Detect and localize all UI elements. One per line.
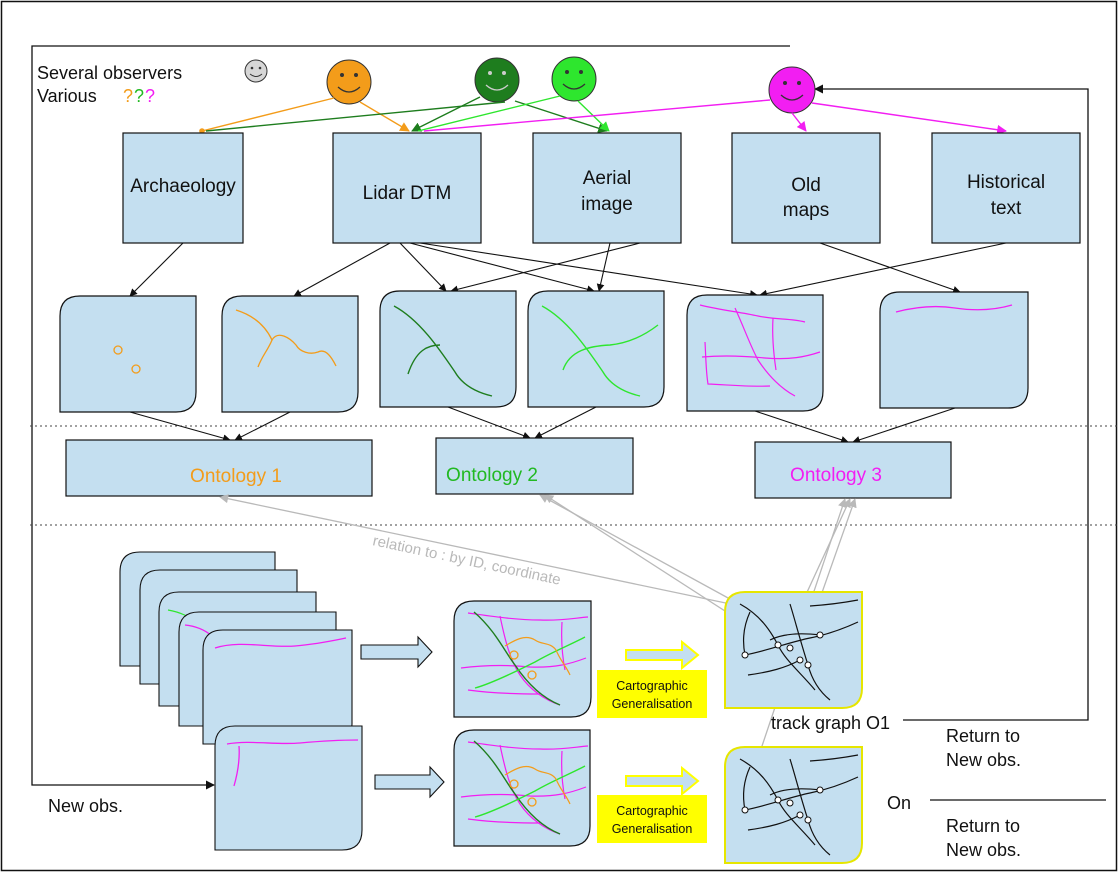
track-graph-label: track graph O1 xyxy=(771,713,890,733)
feedback-loop xyxy=(31,45,1106,801)
svg-text:Generalisation: Generalisation xyxy=(612,822,693,836)
merge-arrow-top xyxy=(360,635,433,669)
stacked-cards xyxy=(119,551,363,851)
map-aerial xyxy=(527,290,665,408)
merge-arrow-bottom xyxy=(374,765,445,799)
source-to-map-arrows xyxy=(129,242,1007,298)
return-label-top: Return to New obs. xyxy=(946,726,1021,770)
svg-text:New obs.: New obs. xyxy=(946,750,1021,770)
return-label-bottom: Return to New obs. xyxy=(946,816,1021,860)
generalisation-label-bottom: Cartographic Generalisation xyxy=(597,795,707,843)
svg-text:Ontology 2: Ontology 2 xyxy=(446,465,538,486)
svg-text:New obs.: New obs. xyxy=(946,840,1021,860)
svg-text:Ontology 1: Ontology 1 xyxy=(190,466,282,487)
map-historical xyxy=(879,291,1029,409)
ontology-1: Ontology 1 xyxy=(65,439,373,497)
new-obs-loop-line xyxy=(31,45,790,790)
ontology-3: Ontology 3 xyxy=(754,441,952,499)
relation-label: relation to : by ID, coordinate xyxy=(371,532,562,589)
source-aerial-image: Aerial image xyxy=(532,132,682,244)
svg-text:Archaeology: Archaeology xyxy=(130,176,236,197)
map-old-maps xyxy=(686,294,824,412)
merged-map-bottom xyxy=(453,729,591,847)
observer-neutral-icon xyxy=(244,59,268,83)
svg-text:Return to: Return to xyxy=(946,726,1020,746)
map-archaeology xyxy=(59,295,197,413)
merged-map-top xyxy=(453,600,592,718)
source-archaeology: Archaeology xyxy=(122,132,244,244)
observer-orange-icon xyxy=(326,59,372,105)
svg-text:Old: Old xyxy=(791,175,821,196)
new-observation-card xyxy=(214,725,363,851)
map-lidar-archaeology xyxy=(221,295,359,413)
map-to-ontology-arrows xyxy=(129,406,956,444)
source-boxes: Archaeology Lidar DTM Aerial image Old m… xyxy=(122,132,1081,244)
generalise-arrow-bottom xyxy=(625,765,700,797)
observer-light-green-icon xyxy=(551,56,597,102)
map-lidar xyxy=(379,290,517,408)
svg-text:Historical: Historical xyxy=(967,172,1045,193)
qmark-orange: ? xyxy=(123,86,133,106)
new-obs-label: New obs. xyxy=(48,796,123,816)
block-arrows xyxy=(360,635,700,799)
on-label: On xyxy=(887,793,911,813)
track-graph-top xyxy=(724,591,863,709)
merged-maps xyxy=(453,600,592,847)
ontology-boxes: Ontology 1 Ontology 2 Ontology 3 xyxy=(65,437,952,499)
return-loop-line xyxy=(814,84,1089,721)
qmark-magenta: ? xyxy=(145,86,155,106)
svg-text:Lidar DTM: Lidar DTM xyxy=(363,183,452,204)
svg-text:image: image xyxy=(581,194,633,215)
generalise-arrow-top xyxy=(625,639,700,671)
svg-text:maps: maps xyxy=(783,200,829,221)
svg-text:Aerial: Aerial xyxy=(583,168,632,189)
svg-text:Cartographic: Cartographic xyxy=(616,804,688,818)
header-line1: Several observers xyxy=(37,63,182,83)
observer-arrows xyxy=(199,95,1007,135)
header: Several observers Various ? ? ? xyxy=(37,63,182,106)
observation-maps xyxy=(59,290,1029,413)
svg-text:Cartographic: Cartographic xyxy=(616,679,688,693)
qmark-green: ? xyxy=(134,86,144,106)
observer-magenta-icon xyxy=(768,66,816,114)
svg-text:Return to: Return to xyxy=(946,816,1020,836)
source-old-maps: Old maps xyxy=(731,132,881,244)
svg-text:text: text xyxy=(991,198,1022,219)
track-graph-bottom xyxy=(724,746,863,864)
ontology-2: Ontology 2 xyxy=(435,437,634,495)
svg-text:Generalisation: Generalisation xyxy=(612,697,693,711)
svg-text:Ontology 3: Ontology 3 xyxy=(790,465,882,486)
observer-dark-green-icon xyxy=(474,57,520,103)
generalisation-label-top: Cartographic Generalisation xyxy=(597,670,707,718)
header-line2: Various xyxy=(37,86,97,106)
source-historical-text: Historical text xyxy=(931,132,1081,244)
source-lidar-dtm: Lidar DTM xyxy=(332,132,482,244)
